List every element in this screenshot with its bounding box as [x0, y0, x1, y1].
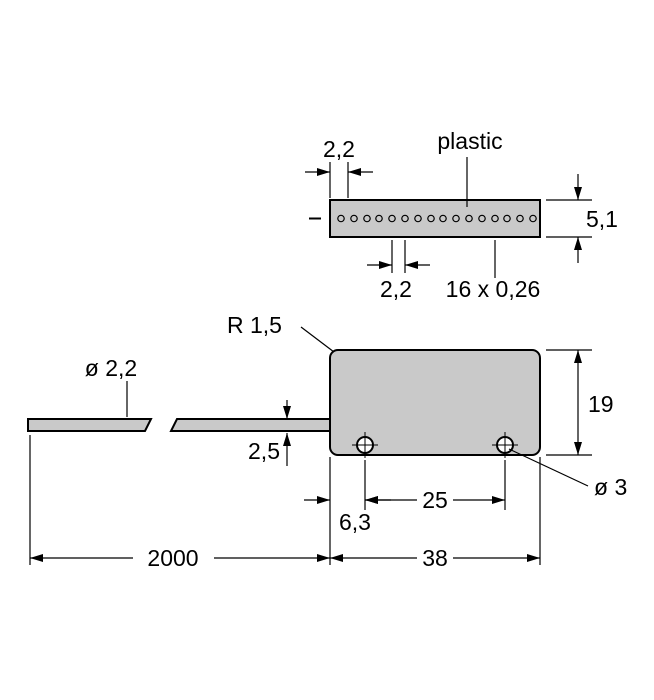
hole-dot: [337, 214, 345, 223]
dim-thickness-label: 5,1: [586, 206, 618, 232]
dim-top-edge-offset-label: 2,2: [323, 136, 355, 162]
dim-top-edge-offset: 2,2: [305, 136, 373, 198]
dim-hole-spacing: 25: [364, 460, 506, 513]
dim-cable-offset-label: 2,5: [248, 438, 280, 464]
dim-hole-spec-label: 16 x 0,26: [446, 276, 541, 302]
hole-dot: [427, 214, 435, 223]
top-view: plastic 2,2 5,1: [305, 128, 618, 302]
dim-hole-pitch-label: 2,2: [380, 276, 412, 302]
hole-dot: [478, 214, 486, 223]
dim-body-height: 19: [546, 349, 614, 456]
dim-cable-length-label: 2000: [147, 545, 198, 571]
dim-cable-length: 2000: [30, 545, 330, 571]
dim-hole-diameter-label: ø 3: [594, 474, 627, 500]
hole-dot: [491, 214, 499, 223]
dim-cable-diameter: ø 2,2: [85, 355, 137, 417]
front-view: R 1,5 ø 2,2 19 2,5: [27, 312, 627, 571]
dim-hole-spec: 16 x 0,26: [446, 240, 541, 302]
hole-dot: [401, 214, 409, 223]
dim-hole-spacing-label: 25: [422, 487, 448, 513]
dim-hole-edge-distance-label: 6,3: [339, 509, 371, 535]
dim-cable-diameter-label: ø 2,2: [85, 355, 137, 381]
hole-dot: [452, 214, 460, 223]
mounting-hole-left: [352, 432, 378, 458]
perforation-holes: [337, 214, 537, 223]
dim-hole-pitch: 2,2: [367, 240, 430, 302]
hole-dot: [375, 214, 383, 223]
cable-right-segment: [169, 418, 331, 432]
dim-corner-radius: R 1,5: [227, 312, 335, 353]
dim-thickness: 5,1: [546, 174, 618, 263]
hole-dot: [516, 214, 524, 223]
hole-dot: [439, 214, 447, 223]
hole-dot: [388, 214, 396, 223]
hole-dot: [529, 214, 537, 223]
sensor-body: [329, 349, 541, 456]
dim-body-width: 38: [330, 545, 540, 571]
hole-dot: [363, 214, 371, 223]
hole-dot: [350, 214, 358, 223]
material-label: plastic: [437, 128, 502, 154]
cable-left-segment: [27, 418, 153, 432]
hole-dot: [414, 214, 422, 223]
dim-body-height-label: 19: [588, 391, 614, 417]
dim-hole-edge-distance: 6,3: [304, 496, 391, 535]
dim-corner-radius-label: R 1,5: [227, 312, 282, 338]
hole-dot: [465, 214, 473, 223]
dim-hole-diameter: ø 3: [508, 448, 627, 500]
hole-dot: [503, 214, 511, 223]
top-view-body: [329, 199, 541, 238]
dim-body-width-label: 38: [422, 545, 448, 571]
dim-cable-offset: 2,5: [248, 400, 291, 466]
